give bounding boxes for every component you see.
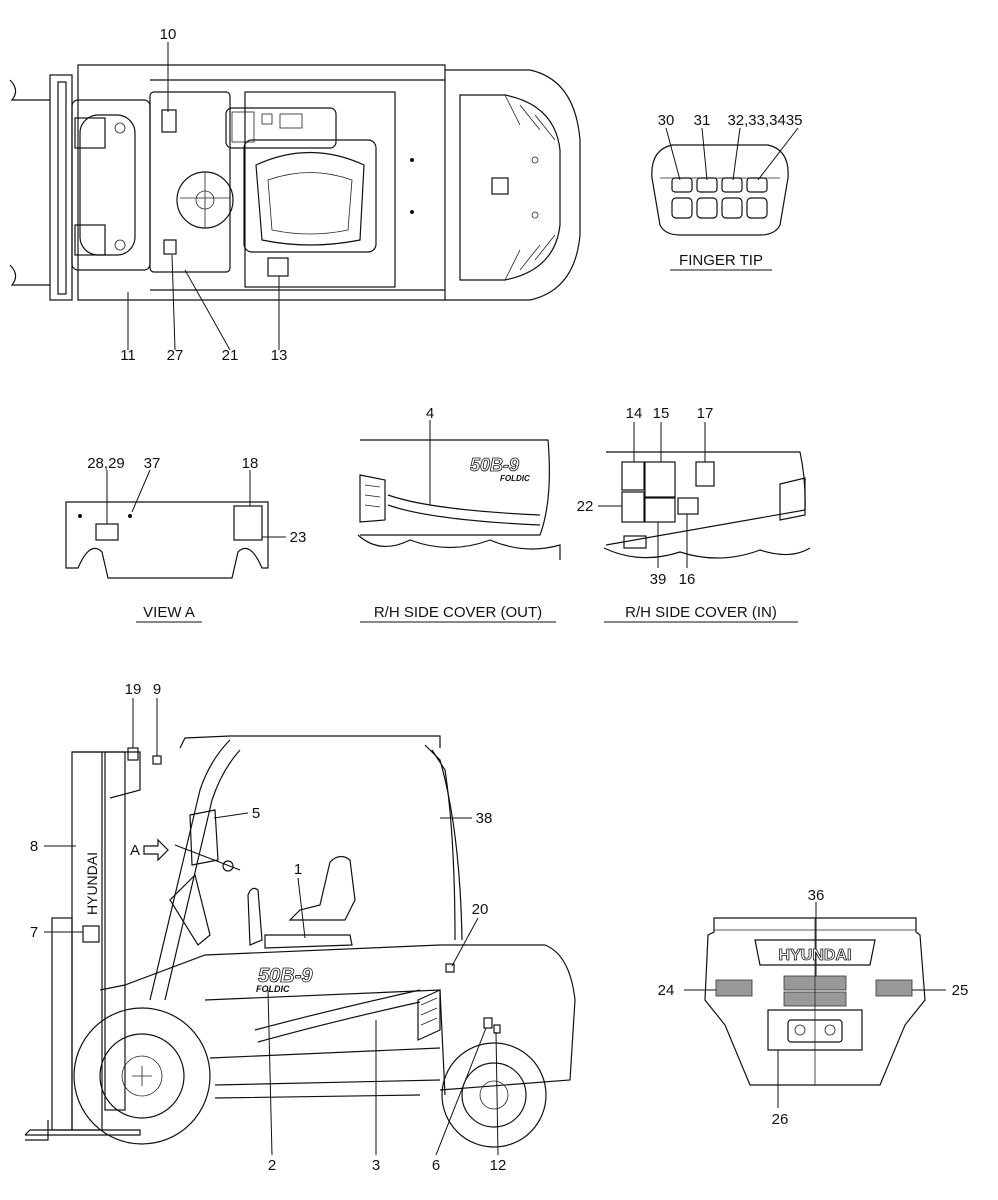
rh-side-cover-out: [357, 420, 561, 560]
finger-tip-view: [651, 127, 799, 236]
brand-rear: HYUNDAI: [779, 947, 852, 964]
callout-16: 16: [679, 571, 696, 588]
callout-22: 22: [577, 498, 594, 515]
caption-rh-side-cover-out: R/H SIDE COVER (OUT): [374, 604, 542, 621]
callout-10: 10: [160, 26, 177, 43]
callout-23: 23: [290, 529, 307, 546]
callout-11: 11: [120, 347, 136, 364]
model-marking-out: 50B-9: [470, 455, 519, 475]
view-arrow-label: A: [130, 842, 140, 859]
callout-12: 12: [490, 1157, 507, 1174]
callout-3: 3: [372, 1157, 380, 1174]
callout-1: 1: [294, 861, 302, 878]
model-marking-side: 50B-9: [258, 965, 313, 987]
callout-24: 24: [658, 982, 675, 999]
top-view: [9, 42, 581, 351]
callout-30: 30: [658, 112, 675, 129]
callout-19: 19: [125, 681, 142, 698]
model-sub-marking-side: FOLDIC: [256, 984, 290, 994]
callout-25: 25: [952, 982, 969, 999]
callout-2: 2: [268, 1157, 276, 1174]
callout-32-35: 32,33,3435: [727, 112, 802, 129]
callout-6: 6: [432, 1157, 440, 1174]
callout-38: 38: [476, 810, 493, 827]
view-a: [65, 469, 286, 579]
callout-13: 13: [271, 347, 288, 364]
callout-17: 17: [697, 405, 714, 422]
caption-finger-tip: FINGER TIP: [679, 252, 763, 269]
callout-21: 21: [222, 347, 239, 364]
callout-31: 31: [694, 112, 711, 129]
callout-27: 27: [167, 347, 184, 364]
callout-15: 15: [653, 405, 670, 422]
callout-36: 36: [808, 887, 825, 904]
callout-37: 37: [144, 455, 161, 472]
callout-5: 5: [252, 805, 260, 822]
callout-18: 18: [242, 455, 259, 472]
callout-20: 20: [472, 901, 489, 918]
callout-9: 9: [153, 681, 161, 698]
callout-7: 7: [30, 924, 38, 941]
callout-28-29: 28,29: [87, 455, 125, 472]
callout-14: 14: [626, 405, 643, 422]
model-sub-marking-out: FOLDIC: [500, 474, 530, 483]
caption-view-a: VIEW A: [143, 604, 195, 621]
rear-view: [684, 902, 946, 1108]
brand-mast: HYUNDAI: [84, 852, 100, 915]
callout-26: 26: [772, 1111, 789, 1128]
side-view: [24, 698, 576, 1156]
rh-side-cover-in: [598, 422, 811, 568]
callout-4: 4: [426, 405, 434, 422]
caption-rh-side-cover-in: R/H SIDE COVER (IN): [625, 604, 777, 621]
callout-8: 8: [30, 838, 38, 855]
callout-39: 39: [650, 571, 667, 588]
